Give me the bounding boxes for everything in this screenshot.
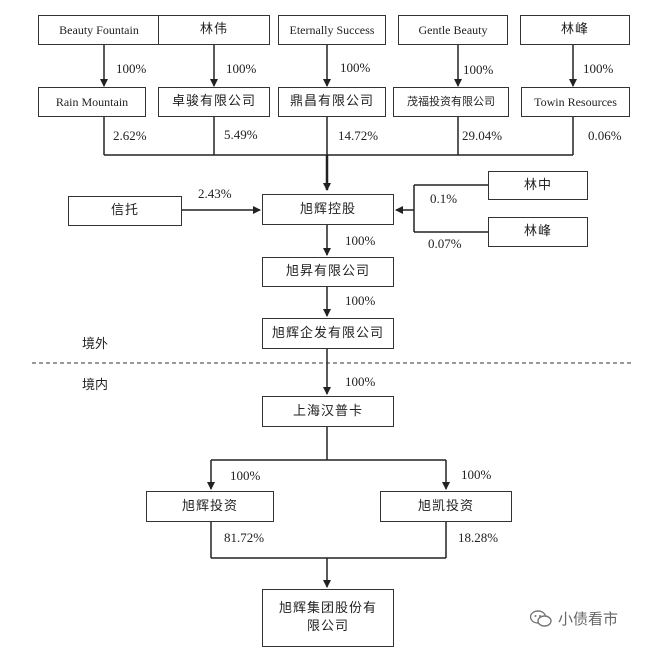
watermark: 小债看市: [530, 608, 618, 629]
pct-zhuojun-stake: 5.49%: [224, 127, 258, 142]
xuhui-touzi-box: 旭辉投资: [146, 491, 274, 522]
pct-rain-stake: 2.62%: [113, 128, 147, 143]
pct-xusheng-to-qifa: 100%: [345, 293, 376, 308]
onshore-label: 境内: [82, 378, 109, 393]
pct-towin-stake: 0.06%: [588, 128, 622, 143]
lin-zhong-box: 林中: [488, 171, 588, 200]
xintuo-box: 信托: [68, 196, 182, 226]
shanghai-hanpuka-box: 上海汉普卡: [262, 396, 394, 427]
towin-resources-box: Towin Resources: [521, 87, 630, 117]
pct-gentle-to-maofu: 100%: [463, 62, 494, 77]
lin-feng-right-box: 林峰: [488, 217, 588, 247]
offshore-label: 境外: [82, 337, 109, 352]
xukai-touzi-box: 旭凯投资: [380, 491, 512, 522]
maofu-box: 茂福投资有限公司: [393, 87, 509, 117]
pct-linwei-to-zhuojun: 100%: [226, 61, 257, 76]
pct-hanpuka-to-xuhui-touzi: 100%: [230, 468, 261, 483]
pct-dingchang-stake: 14.72%: [338, 128, 379, 143]
xuhui-qifa-box: 旭辉企发有限公司: [262, 318, 394, 349]
pct-linzhong-stake: 0.1%: [430, 191, 458, 206]
beauty-fountain-box: Beauty Fountain: [38, 15, 160, 45]
pct-linfeng-stake: 0.07%: [428, 236, 462, 251]
pct-beauty-to-rain: 100%: [116, 61, 147, 76]
xuhui-group-box: 旭辉集团股份有限公司: [262, 589, 394, 647]
pct-xuhui-touzi-stake: 81.72%: [224, 530, 265, 545]
pct-xintuo-stake: 2.43%: [198, 186, 232, 201]
pct-eternally-to-dingchang: 100%: [340, 60, 371, 75]
lin-feng-top-box: 林峰: [520, 15, 630, 45]
xusheng-box: 旭昇有限公司: [262, 257, 394, 287]
eternally-success-box: Eternally Success: [278, 15, 386, 45]
pct-maofu-stake: 29.04%: [462, 128, 503, 143]
pct-linfeng-to-towin: 100%: [583, 61, 614, 76]
gentle-beauty-box: Gentle Beauty: [398, 15, 508, 45]
pct-holdings-to-xusheng: 100%: [345, 233, 376, 248]
wechat-icon: [530, 609, 552, 627]
rain-mountain-box: Rain Mountain: [38, 87, 146, 117]
xuhui-holdings-box: 旭辉控股: [262, 194, 394, 225]
dingchang-box: 鼎昌有限公司: [278, 87, 386, 117]
lin-wei-box: 林伟: [158, 15, 270, 45]
pct-hanpuka-to-xukai-touzi: 100%: [461, 467, 492, 482]
watermark-text: 小债看市: [558, 610, 619, 628]
zhuojun-box: 卓骏有限公司: [158, 87, 270, 117]
pct-qifa-to-hanpuka: 100%: [345, 374, 376, 389]
pct-xukai-touzi-stake: 18.28%: [458, 530, 499, 545]
